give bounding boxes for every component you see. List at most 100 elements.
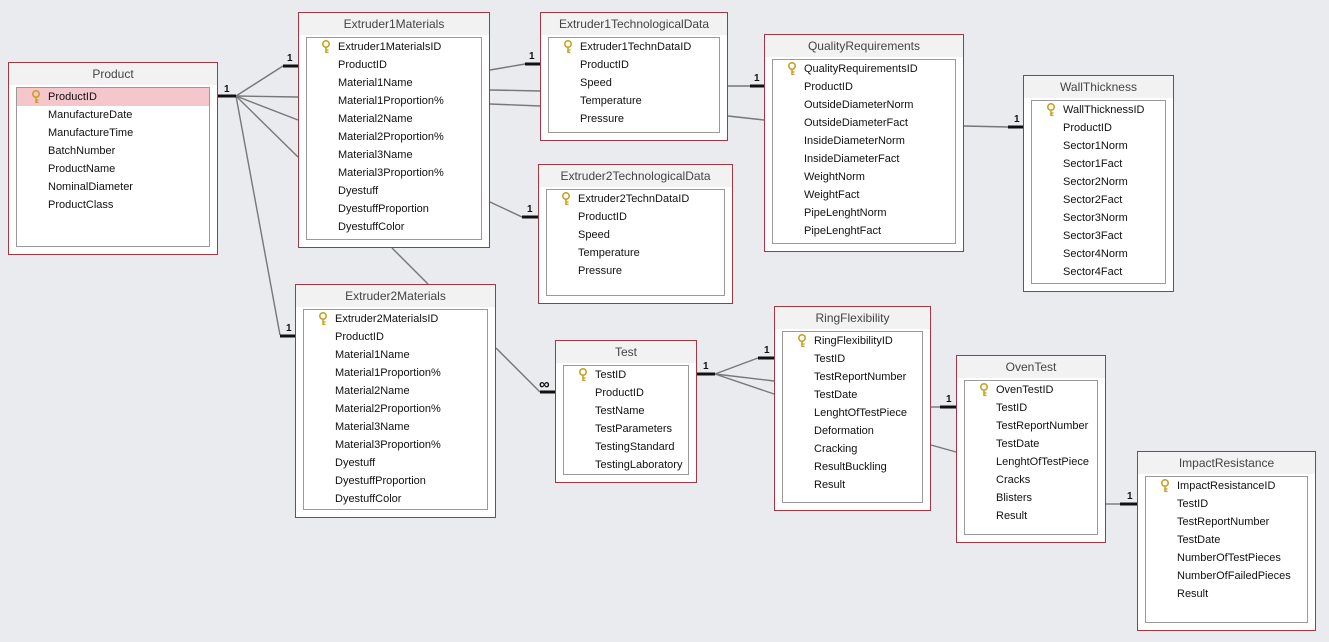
primary-key-field[interactable]: QualityRequirementsID	[773, 60, 955, 78]
rel-quality-wall[interactable]	[963, 125, 1009, 128]
field-row[interactable]: TestID	[965, 399, 1097, 417]
field-row[interactable]: TestingStandard	[564, 438, 688, 456]
field-row[interactable]: Temperature	[547, 244, 724, 262]
table-title[interactable]: Extruder2TechnologicalData	[539, 165, 732, 187]
rel-e2materials-test[interactable]	[495, 347, 541, 393]
field-row[interactable]: Material1Name	[307, 74, 481, 92]
field-row[interactable]: Dyestuff	[307, 182, 481, 200]
primary-key-field[interactable]: Extruder1TechnDataID	[549, 38, 719, 56]
field-row[interactable]: ProductID	[307, 56, 481, 74]
field-row[interactable]: TestDate	[783, 386, 922, 404]
table-extruder1-technological-data[interactable]: Extruder1TechnologicalData Extruder1Tech…	[540, 12, 728, 141]
field-row[interactable]: Dyestuff	[304, 454, 487, 472]
field-row[interactable]: ProductID	[564, 384, 688, 402]
table-title[interactable]: Test	[556, 341, 696, 363]
field-row[interactable]: Sector3Norm	[1032, 209, 1165, 227]
table-extruder2-technological-data[interactable]: Extruder2TechnologicalData Extruder2Tech…	[538, 164, 733, 304]
field-row[interactable]: DyestuffColor	[304, 490, 487, 508]
field-row[interactable]: NumberOfTestPieces	[1146, 549, 1307, 567]
primary-key-field[interactable]: TestID	[564, 366, 688, 384]
primary-key-field[interactable]: RingFlexibilityID	[783, 332, 922, 350]
field-row[interactable]: LenghtOfTestPiece	[965, 453, 1097, 471]
field-row[interactable]: TestDate	[1146, 531, 1307, 549]
table-title[interactable]: Extruder2Materials	[296, 285, 495, 307]
table-quality-requirements[interactable]: QualityRequirements QualityRequirementsI…	[764, 34, 964, 252]
field-row[interactable]: NumberOfFailedPieces	[1146, 567, 1307, 585]
field-row[interactable]: TestParameters	[564, 420, 688, 438]
field-row[interactable]: ProductID	[304, 328, 487, 346]
field-row[interactable]: TestID	[1146, 495, 1307, 513]
field-row[interactable]: NominalDiameter	[17, 178, 209, 196]
primary-key-field[interactable]: Extruder2TechnDataID	[547, 190, 724, 208]
field-row[interactable]: TestName	[564, 402, 688, 420]
field-row[interactable]: ProductClass	[17, 196, 209, 214]
table-title[interactable]: Extruder1Materials	[299, 13, 489, 35]
field-row[interactable]: Material1Name	[304, 346, 487, 364]
primary-key-field[interactable]: WallThicknessID	[1032, 101, 1165, 119]
primary-key-field[interactable]: Extruder2MaterialsID	[304, 310, 487, 328]
primary-key-field[interactable]: ImpactResistanceID	[1146, 477, 1307, 495]
field-row[interactable]: ResultBuckling	[783, 458, 922, 476]
rel-product-e2materials[interactable]	[235, 95, 281, 336]
field-row[interactable]: Material2Proportion%	[307, 128, 481, 146]
primary-key-field[interactable]: ProductID	[17, 88, 209, 106]
field-row[interactable]: TestReportNumber	[965, 417, 1097, 435]
field-row[interactable]: Sector2Norm	[1032, 173, 1165, 191]
field-row[interactable]: Material3Name	[304, 418, 487, 436]
field-row[interactable]: TestID	[783, 350, 922, 368]
field-row[interactable]: Material2Name	[307, 110, 481, 128]
field-row[interactable]: WeightFact	[773, 186, 955, 204]
primary-key-field[interactable]: Extruder1MaterialsID	[307, 38, 481, 56]
field-row[interactable]: TestingLaboratory	[564, 456, 688, 474]
field-row[interactable]: Material1Proportion%	[304, 364, 487, 382]
field-row[interactable]: TestReportNumber	[783, 368, 922, 386]
field-row[interactable]: Pressure	[549, 110, 719, 128]
field-row[interactable]: ProductID	[549, 56, 719, 74]
field-row[interactable]: Result	[1146, 585, 1307, 603]
field-row[interactable]: Pressure	[547, 262, 724, 280]
field-row[interactable]: Material3Name	[307, 146, 481, 164]
field-row[interactable]: ProductID	[547, 208, 724, 226]
field-row[interactable]: Material2Name	[304, 382, 487, 400]
field-row[interactable]: Sector4Fact	[1032, 263, 1165, 281]
field-row[interactable]: Speed	[547, 226, 724, 244]
field-row[interactable]: Result	[965, 507, 1097, 525]
table-title[interactable]: ImpactResistance	[1138, 452, 1315, 474]
field-row[interactable]: Sector4Norm	[1032, 245, 1165, 263]
rel-e1materials-e2tech[interactable]	[489, 201, 523, 218]
rel-test-ring[interactable]	[714, 357, 759, 375]
field-row[interactable]: Material2Proportion%	[304, 400, 487, 418]
field-row[interactable]: BatchNumber	[17, 142, 209, 160]
field-row[interactable]: InsideDiameterNorm	[773, 132, 955, 150]
field-row[interactable]: Cracking	[783, 440, 922, 458]
field-row[interactable]: Material3Proportion%	[304, 436, 487, 454]
primary-key-field[interactable]: OvenTestID	[965, 381, 1097, 399]
field-row[interactable]: OutsideDiameterNorm	[773, 96, 955, 114]
table-title[interactable]: Product	[9, 63, 217, 85]
field-row[interactable]: TestReportNumber	[1146, 513, 1307, 531]
rel-product-e1materials[interactable]	[235, 65, 284, 97]
field-row[interactable]: Temperature	[549, 92, 719, 110]
field-row[interactable]: ProductName	[17, 160, 209, 178]
field-row[interactable]: Sector1Fact	[1032, 155, 1165, 173]
field-row[interactable]: Material3Proportion%	[307, 164, 481, 182]
table-title[interactable]: OvenTest	[957, 356, 1105, 378]
rel-e1materials-e1tech[interactable]	[489, 63, 526, 71]
field-row[interactable]: DyestuffColor	[307, 218, 481, 236]
field-row[interactable]: Sector1Norm	[1032, 137, 1165, 155]
field-row[interactable]: Blisters	[965, 489, 1097, 507]
field-row[interactable]: PipeLenghtNorm	[773, 204, 955, 222]
field-row[interactable]: ProductID	[773, 78, 955, 96]
field-row[interactable]: Cracks	[965, 471, 1097, 489]
field-row[interactable]: ManufactureTime	[17, 124, 209, 142]
field-row[interactable]: Material1Proportion%	[307, 92, 481, 110]
field-row[interactable]: DyestuffProportion	[307, 200, 481, 218]
field-row[interactable]: InsideDiameterFact	[773, 150, 955, 168]
table-title[interactable]: Extruder1TechnologicalData	[541, 13, 727, 35]
table-title[interactable]: WallThickness	[1024, 76, 1173, 98]
